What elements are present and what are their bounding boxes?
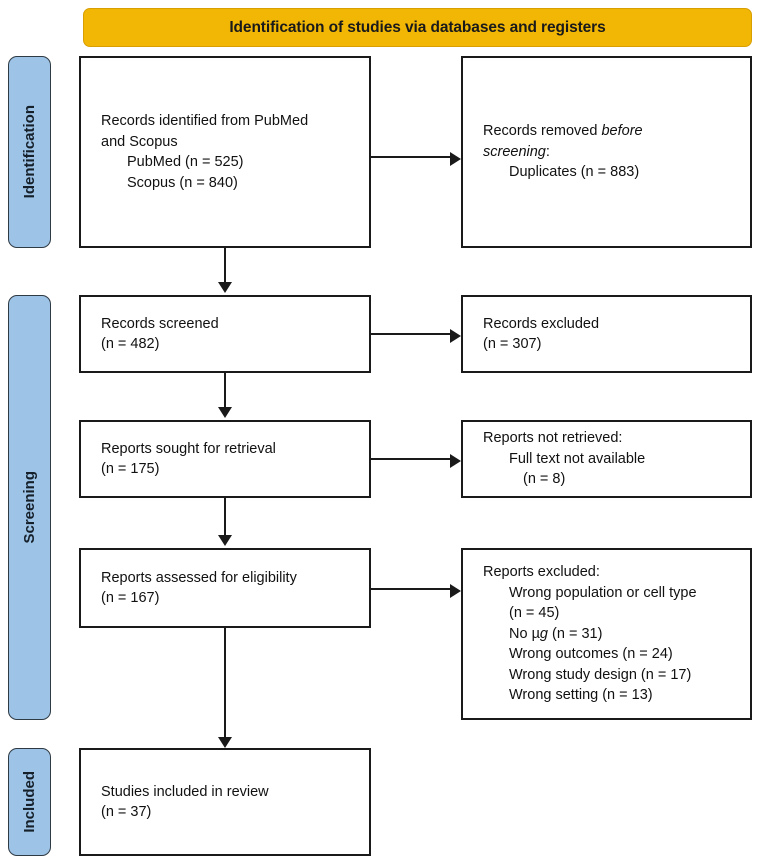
- records-screened-count: (n = 482): [101, 336, 160, 352]
- box-records-screened: Records screened (n = 482): [79, 295, 371, 373]
- studies-included-count: (n = 37): [101, 804, 152, 820]
- records-identified-line-1: Records identified from PubMed: [101, 113, 309, 129]
- connector-screened-to-sought: [224, 373, 226, 407]
- reports-excluded-reason-1-count: (n = 45): [509, 605, 560, 622]
- connector-sought-to-not-retrieved: [371, 458, 450, 460]
- records-screened-label: Records screened: [101, 315, 219, 332]
- reports-excluded-reason-3: Wrong outcomes (n = 24): [509, 646, 673, 663]
- stage-label-screening: Screening: [8, 295, 51, 720]
- box-records-excluded-body: Records excluded (n = 307): [463, 314, 750, 355]
- box-reports-not-retrieved-body: Reports not retrieved: Full text not ava…: [463, 428, 750, 490]
- box-records-identified-body: Records identified from PubMed and Scopu…: [81, 111, 369, 193]
- studies-included-label: Studies included in review: [101, 783, 269, 800]
- reports-not-retrieved-label: Reports not retrieved:: [483, 430, 623, 447]
- reports-assessed-label: Reports assessed for eligibility: [101, 569, 297, 586]
- stage-label-identification: Identification: [8, 56, 51, 248]
- box-reports-sought: Reports sought for retrieval (n = 175): [79, 420, 371, 498]
- diagram-header-title: Identification of studies via databases …: [229, 18, 606, 36]
- records-identified-scopus-count: Scopus (n = 840): [127, 174, 238, 191]
- connector-identified-to-removed: [371, 156, 450, 158]
- box-studies-included-body: Studies included in review (n = 37): [81, 782, 369, 823]
- connector-identified-to-screened: [224, 248, 226, 282]
- records-identified-line-2: and Scopus: [101, 133, 178, 150]
- records-excluded-label: Records excluded: [483, 315, 600, 332]
- stage-label-included: Included: [8, 748, 51, 856]
- box-records-removed-body: Records removed before screening: Duplic…: [463, 121, 750, 183]
- arrowhead-right-icon: [450, 454, 461, 468]
- reports-excluded-reason-1: Wrong population or cell type: [509, 584, 697, 601]
- arrowhead-right-icon: [450, 152, 461, 166]
- reports-sought-label: Reports sought for retrieval: [101, 440, 276, 457]
- reports-not-retrieved-count: (n = 8): [523, 471, 566, 488]
- records-removed-duplicates-count: Duplicates (n = 883): [509, 164, 640, 181]
- reports-excluded-reason-2: No µg (n = 31): [509, 625, 603, 642]
- arrowhead-right-icon: [450, 329, 461, 343]
- reports-excluded-label: Reports excluded:: [483, 564, 600, 581]
- box-reports-sought-body: Reports sought for retrieval (n = 175): [81, 439, 369, 480]
- box-reports-excluded: Reports excluded: Wrong population or ce…: [461, 548, 752, 720]
- reports-not-retrieved-reason: Full text not available: [509, 450, 646, 467]
- arrowhead-right-icon: [450, 584, 461, 598]
- connector-assessed-to-excluded: [371, 588, 450, 590]
- arrowhead-down-icon: [218, 737, 232, 748]
- box-records-identified: Records identified from PubMed and Scopu…: [79, 56, 371, 248]
- arrowhead-down-icon: [218, 282, 232, 293]
- arrowhead-down-icon: [218, 535, 232, 546]
- box-reports-assessed: Reports assessed for eligibility (n = 16…: [79, 548, 371, 628]
- records-removed-line-2: screening:: [483, 143, 550, 160]
- box-records-excluded: Records excluded (n = 307): [461, 295, 752, 373]
- arrowhead-down-icon: [218, 407, 232, 418]
- box-records-removed: Records removed before screening: Duplic…: [461, 56, 752, 248]
- box-reports-excluded-body: Reports excluded: Wrong population or ce…: [463, 562, 750, 706]
- connector-sought-to-assessed: [224, 498, 226, 535]
- reports-excluded-reason-4: Wrong study design (n = 17): [509, 666, 692, 683]
- diagram-header-banner: Identification of studies via databases …: [83, 8, 752, 47]
- reports-excluded-reason-5: Wrong setting (n = 13): [509, 687, 653, 704]
- box-studies-included: Studies included in review (n = 37): [79, 748, 371, 856]
- connector-assessed-to-included: [224, 628, 226, 737]
- records-removed-line-1: Records removed before: [483, 123, 643, 140]
- box-reports-not-retrieved: Reports not retrieved: Full text not ava…: [461, 420, 752, 498]
- box-reports-assessed-body: Reports assessed for eligibility (n = 16…: [81, 568, 369, 609]
- stage-label-screening-text: Screening: [21, 471, 38, 544]
- records-identified-pubmed-count: PubMed (n = 525): [127, 154, 244, 170]
- box-records-screened-body: Records screened (n = 482): [81, 314, 369, 355]
- stage-label-identification-text: Identification: [21, 105, 38, 199]
- connector-screened-to-excluded: [371, 333, 450, 335]
- reports-sought-count: (n = 175): [101, 461, 160, 477]
- records-excluded-count: (n = 307): [483, 336, 542, 352]
- stage-label-included-text: Included: [21, 771, 38, 833]
- reports-assessed-count: (n = 167): [101, 590, 160, 606]
